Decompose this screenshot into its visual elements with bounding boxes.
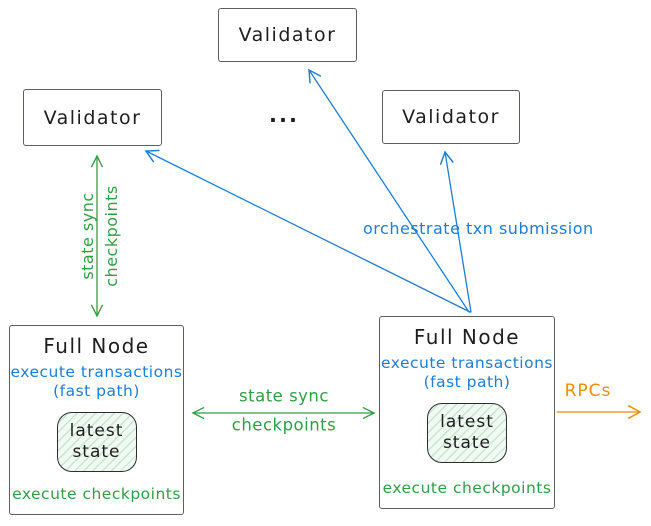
vertical-sync-line1: state sync [78, 192, 97, 280]
latest-state-box-right: latest state [427, 403, 507, 463]
full-node-left-title: Full Node [43, 334, 150, 358]
orchestrate-arrow-to-right-validator [439, 150, 472, 313]
full-node-left-box: Full Node execute transactions (fast pat… [9, 325, 184, 515]
full-node-left-execute-transactions: execute transactions (fast path) [10, 363, 182, 401]
execute-transactions-line: execute transactions [380, 354, 554, 372]
full-node-right-execute-checkpoints: execute checkpoints [382, 479, 552, 497]
rpcs-label: RPCs [564, 381, 612, 401]
vertical-sync-line2: checkpoints [102, 185, 121, 287]
fast-path-line: (fast path) [53, 382, 140, 400]
latest-state-line2: state [442, 433, 492, 453]
state-sync-horizontal-label-line1: state sync [239, 386, 329, 406]
validator-right-label: Validator [402, 106, 500, 128]
validator-left-label: Validator [43, 106, 142, 129]
execute-transactions-line: execute transactions [10, 363, 183, 381]
validator-box-right: Validator [382, 90, 520, 144]
full-node-right-title: Full Node [413, 325, 521, 349]
state-sync-checkpoints-vertical-label: state sync checkpoints [76, 185, 124, 286]
latest-state-line1: latest [440, 412, 494, 432]
validators-ellipsis: ... [269, 103, 299, 127]
latest-state-line1: latest [69, 421, 124, 441]
latest-state-line2: state [72, 442, 121, 462]
latest-state-box-left: latest state [56, 412, 137, 472]
full-node-left-execute-checkpoints: execute checkpoints [12, 485, 181, 503]
full-node-right-execute-transactions: execute transactions (fast path) [381, 354, 553, 392]
orchestrate-arrow-to-left-validator [144, 149, 471, 313]
full-node-right-box: Full Node execute transactions (fast pat… [379, 316, 555, 509]
orchestrate-txn-submission-label: orchestrate txn submission [363, 219, 594, 238]
validator-box-left: Validator [23, 89, 162, 146]
validator-box-top: Validator [218, 8, 357, 62]
state-sync-horizontal-label-line2: checkpoints [231, 415, 337, 435]
fast-path-line: (fast path) [423, 373, 511, 391]
validator-top-label: Validator [238, 24, 337, 46]
